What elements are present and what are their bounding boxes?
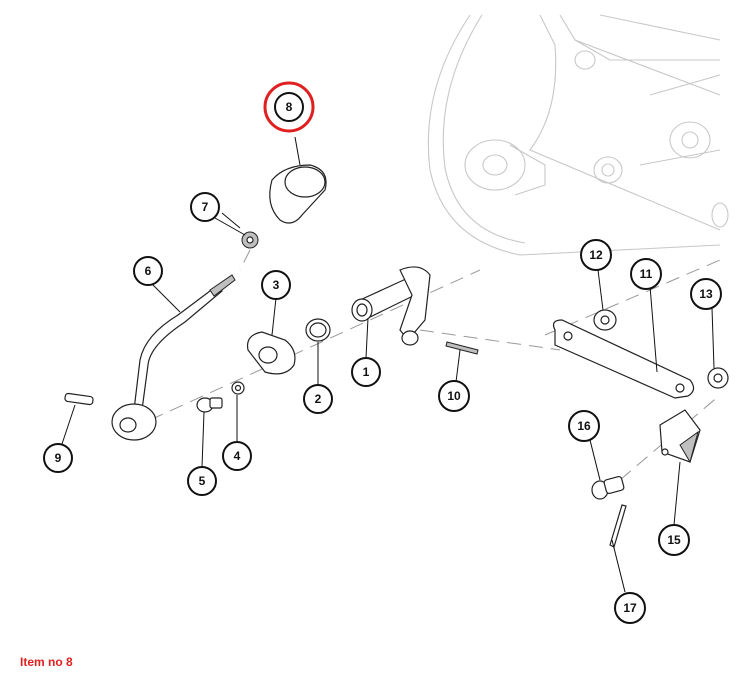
svg-text:17: 17 [623, 601, 637, 615]
callout-7: 7 [190, 192, 220, 222]
callout-15: 15 [658, 524, 690, 556]
callout-8[interactable]: 8 [263, 81, 315, 133]
item-caption: Item no 8 [20, 655, 73, 669]
part-bolt [196, 397, 223, 413]
svg-text:5: 5 [199, 474, 206, 488]
callout-12: 12 [580, 239, 612, 271]
housing-background [427, 14, 729, 256]
svg-text:15: 15 [667, 533, 681, 547]
part-shaft [351, 266, 431, 346]
svg-text:6: 6 [145, 264, 152, 278]
part-washer-12 [593, 309, 617, 331]
callout-10: 10 [438, 380, 470, 412]
callout-1: 1 [351, 357, 381, 387]
svg-text:2: 2 [315, 392, 322, 406]
callout-11: 11 [630, 258, 662, 290]
part-ring [305, 318, 331, 342]
part-washer-13 [707, 367, 729, 389]
callout-2: 2 [303, 384, 333, 414]
highlight-ring [263, 81, 315, 133]
svg-text:3: 3 [273, 278, 280, 292]
part-bolt-16 [591, 475, 625, 500]
callout-16: 16 [568, 410, 600, 442]
part-knob [269, 164, 327, 224]
callout-3: 3 [261, 270, 291, 300]
svg-text:11: 11 [640, 267, 653, 281]
part-link-bar [552, 319, 695, 399]
svg-text:1: 1 [363, 365, 370, 379]
svg-text:10: 10 [447, 389, 461, 403]
part-lever-arm [111, 274, 236, 441]
callout-4: 4 [222, 441, 252, 471]
svg-text:8: 8 [286, 100, 293, 114]
assembly-lines [149, 136, 721, 481]
svg-text:7: 7 [202, 200, 209, 214]
callout-5: 5 [187, 466, 217, 496]
callout-9: 9 [43, 443, 73, 473]
svg-text:9: 9 [55, 451, 62, 465]
leader-lines [61, 217, 715, 593]
callout-6: 6 [133, 256, 163, 286]
part-nut [239, 231, 259, 271]
part-cotter-pin [445, 341, 479, 355]
svg-text:12: 12 [589, 248, 603, 262]
svg-text:16: 16 [577, 419, 591, 433]
part-split-pin [609, 504, 627, 548]
part-block [659, 409, 701, 464]
part-plate [246, 331, 296, 375]
svg-text:4: 4 [234, 449, 241, 463]
parts-diagram: 1 2 3 4 5 6 7 8 9 10 11 12 13 15 16 17 [43, 14, 729, 624]
part-pin [64, 392, 94, 406]
callout-17: 17 [614, 592, 646, 624]
callout-13: 13 [690, 278, 722, 310]
part-washer [231, 381, 245, 395]
svg-text:13: 13 [699, 287, 713, 301]
